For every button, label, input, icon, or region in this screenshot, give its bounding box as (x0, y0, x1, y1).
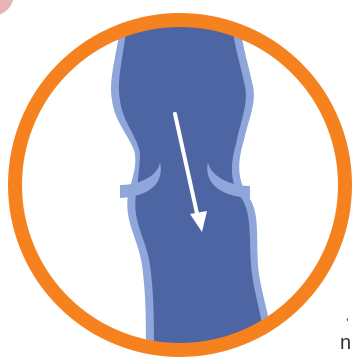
edge-text-fragment-1: ’ (346, 316, 349, 330)
edge-text-fragment-2: n (340, 333, 351, 353)
vein (111, 15, 275, 357)
corner-shape (0, 0, 14, 16)
